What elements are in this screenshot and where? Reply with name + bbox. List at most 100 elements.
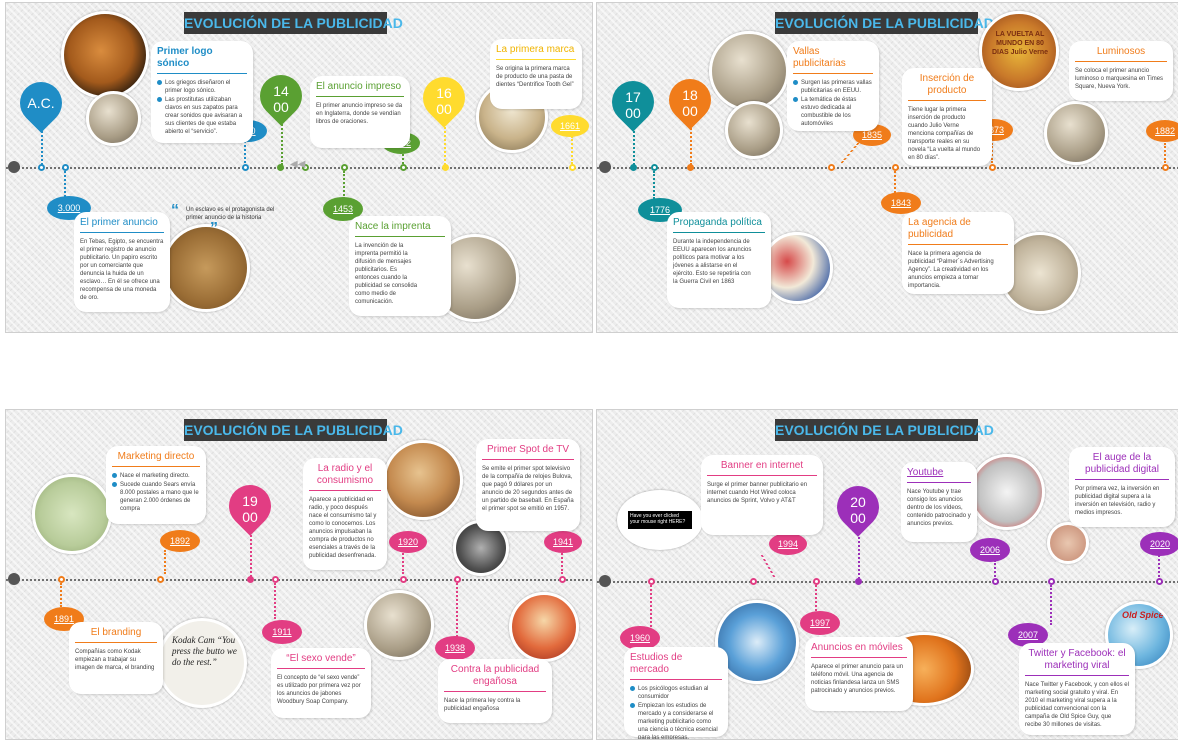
year-badge[interactable]: 1960	[620, 626, 660, 650]
slide-title: EVOLUCIÓN DE LA PUBLICIDAD	[775, 12, 994, 34]
card-item: La temática de éstas estuvo dedicada al …	[793, 96, 873, 128]
card-branding: El branding Compañías como Kodak empieza…	[69, 622, 163, 694]
pin-stem	[41, 127, 43, 165]
year-badge[interactable]: 1661	[551, 115, 589, 137]
card-text: Surge el primer banner publicitario en i…	[707, 482, 808, 504]
timeline-start-dot	[8, 161, 20, 173]
card-sexo-vende: “El sexo vende” El concepto de “el sexo …	[271, 648, 371, 718]
card-radio: La radio y el consumismo Aparece a publi…	[303, 458, 387, 570]
card-twitter-facebook: Twitter y Facebook: el marketing viral N…	[1019, 643, 1135, 735]
postcard-image	[32, 474, 112, 554]
timeline-dot	[648, 578, 655, 585]
billboard-image	[709, 31, 789, 111]
card-estudios: Estudios de mercado Los psicólogos estud…	[624, 647, 728, 739]
card-text: Nace Youtube y trae consigo los anuncios…	[907, 489, 971, 527]
card-title: Nace la imprenta	[355, 221, 445, 237]
timeline-line	[6, 579, 592, 581]
year-badge[interactable]: 1994	[769, 533, 807, 555]
card-item: Los griegos diseñaron el primer logo són…	[157, 79, 247, 95]
year-badge[interactable]: 2020	[1140, 532, 1178, 556]
card-enganosa: Contra la publicidad engañosa Nace la pr…	[438, 659, 552, 723]
card-text: El primer anuncio impreso se da en Ingla…	[316, 103, 403, 125]
timeline-dot	[400, 164, 407, 171]
badge-stem	[274, 583, 276, 619]
era-label: 17 00	[625, 89, 641, 121]
year-badge[interactable]: 1843	[881, 192, 921, 214]
badge-stem	[1050, 585, 1052, 625]
year-badge[interactable]: 1911	[262, 620, 302, 644]
timeline-dot	[341, 164, 348, 171]
card-title: Vallas publicitarias	[793, 46, 873, 74]
badge-stem	[991, 143, 993, 163]
quote-text: Un esclavo es el protagonista del primer…	[186, 207, 275, 221]
year-badge[interactable]: 1882	[1146, 120, 1178, 142]
badge-stem	[571, 136, 573, 164]
timeline-line	[6, 167, 592, 169]
radio-image	[383, 440, 463, 520]
timeline-dot	[272, 576, 279, 583]
card-agencia: La agencia de publicidad Nace la primera…	[902, 212, 1014, 294]
badge-stem	[994, 560, 996, 577]
timeline-dot	[630, 164, 637, 171]
slide-4: EVOLUCIÓN DE LA PUBLICIDAD 20 00 1994 20…	[596, 409, 1178, 740]
slide-3: EVOLUCIÓN DE LA PUBLICIDAD 19 00 1892 19…	[5, 409, 593, 740]
banner-image-text: Have you ever clicked your mouse right H…	[628, 511, 692, 529]
badge-stem	[650, 585, 652, 627]
card-text: En Tebas, Egipto, se encuentra el primer…	[80, 239, 164, 301]
year-badge[interactable]: 1941	[544, 531, 582, 553]
card-title: “El sexo vende”	[277, 653, 365, 669]
badge-stem	[343, 171, 345, 199]
badge-stem	[894, 171, 896, 193]
badge-stem	[1164, 143, 1166, 163]
hand-device-image	[1047, 522, 1089, 564]
card-youtube: Youtube Nace Youtube y trae consigo los …	[901, 462, 977, 542]
timeline-dot	[242, 164, 249, 171]
timeline-dot	[651, 164, 658, 171]
badge-stem	[456, 583, 458, 637]
sandal-image	[86, 91, 141, 146]
card-title: El branding	[75, 627, 157, 643]
slide-2: EVOLUCIÓN DE LA PUBLICIDAD 17 00 18 00 1…	[596, 2, 1178, 333]
card-title: Propaganda política	[673, 217, 765, 233]
card-item: Empiezan los estudios de mercado y a con…	[630, 702, 722, 739]
card-text: Se origina la primera marca de producto …	[496, 66, 574, 88]
card-text: El concepto de “el sexo vende” es utiliz…	[277, 675, 361, 705]
card-primera-marca: La primera marca Se origina la primera m…	[490, 39, 582, 109]
card-title: Primer Spot de TV	[482, 444, 574, 460]
year-badge[interactable]: 2006	[970, 538, 1010, 562]
woodbury-ad-image	[364, 590, 434, 660]
card-text: Nace la primera ley contra la publicidad…	[444, 698, 521, 712]
card-title: La primera marca	[496, 44, 576, 60]
card-title: Youtube	[907, 467, 971, 483]
card-title: Inserción de producto	[908, 73, 986, 101]
title-prefix: EVOLUCIÓN DE	[184, 15, 291, 31]
era-label: 14 00	[273, 83, 289, 115]
title-prefix: EVOLUCIÓN DE	[775, 422, 882, 438]
timeline-dot	[892, 164, 899, 171]
timeline-start-dot	[8, 573, 20, 585]
era-label: 19 00	[242, 493, 258, 525]
year-badge[interactable]: 1997	[800, 611, 840, 635]
slide-title: EVOLUCIÓN DE LA PUBLICIDAD	[775, 419, 994, 441]
year-badge[interactable]: 1938	[435, 636, 475, 660]
year-badge[interactable]: 1892	[160, 530, 200, 552]
timeline-dot	[828, 164, 835, 171]
card-primer-anuncio: El primer anuncio En Tebas, Egipto, se e…	[74, 212, 170, 312]
quote-open-icon: “	[171, 202, 179, 219]
card-item: Las prostitutas utilizaban clavos en sus…	[157, 96, 247, 136]
kodak-ad-text: Kodak Cam “You press the butto we do the…	[172, 635, 237, 667]
card-text: Por primera vez, la inversión en publici…	[1075, 486, 1160, 516]
card-text: La invención de la imprenta permitió la …	[355, 243, 418, 305]
card-item: Sucede cuando Sears envía 8.000 postales…	[112, 481, 200, 513]
year-badge[interactable]: 1920	[389, 531, 427, 553]
timeline-dot	[454, 576, 461, 583]
card-title: Banner en internet	[707, 460, 817, 476]
badge-stem	[840, 143, 860, 163]
timeline-dot	[442, 164, 449, 171]
card-text: Nace la primera agencia de publicidad “P…	[908, 251, 994, 289]
greek-vase-image	[61, 11, 149, 99]
timeline-dot	[855, 578, 862, 585]
card-spot-tv: Primer Spot de TV Se emite el primer spo…	[476, 439, 580, 531]
timeline-dot	[400, 576, 407, 583]
era-label: 16 00	[436, 85, 452, 117]
